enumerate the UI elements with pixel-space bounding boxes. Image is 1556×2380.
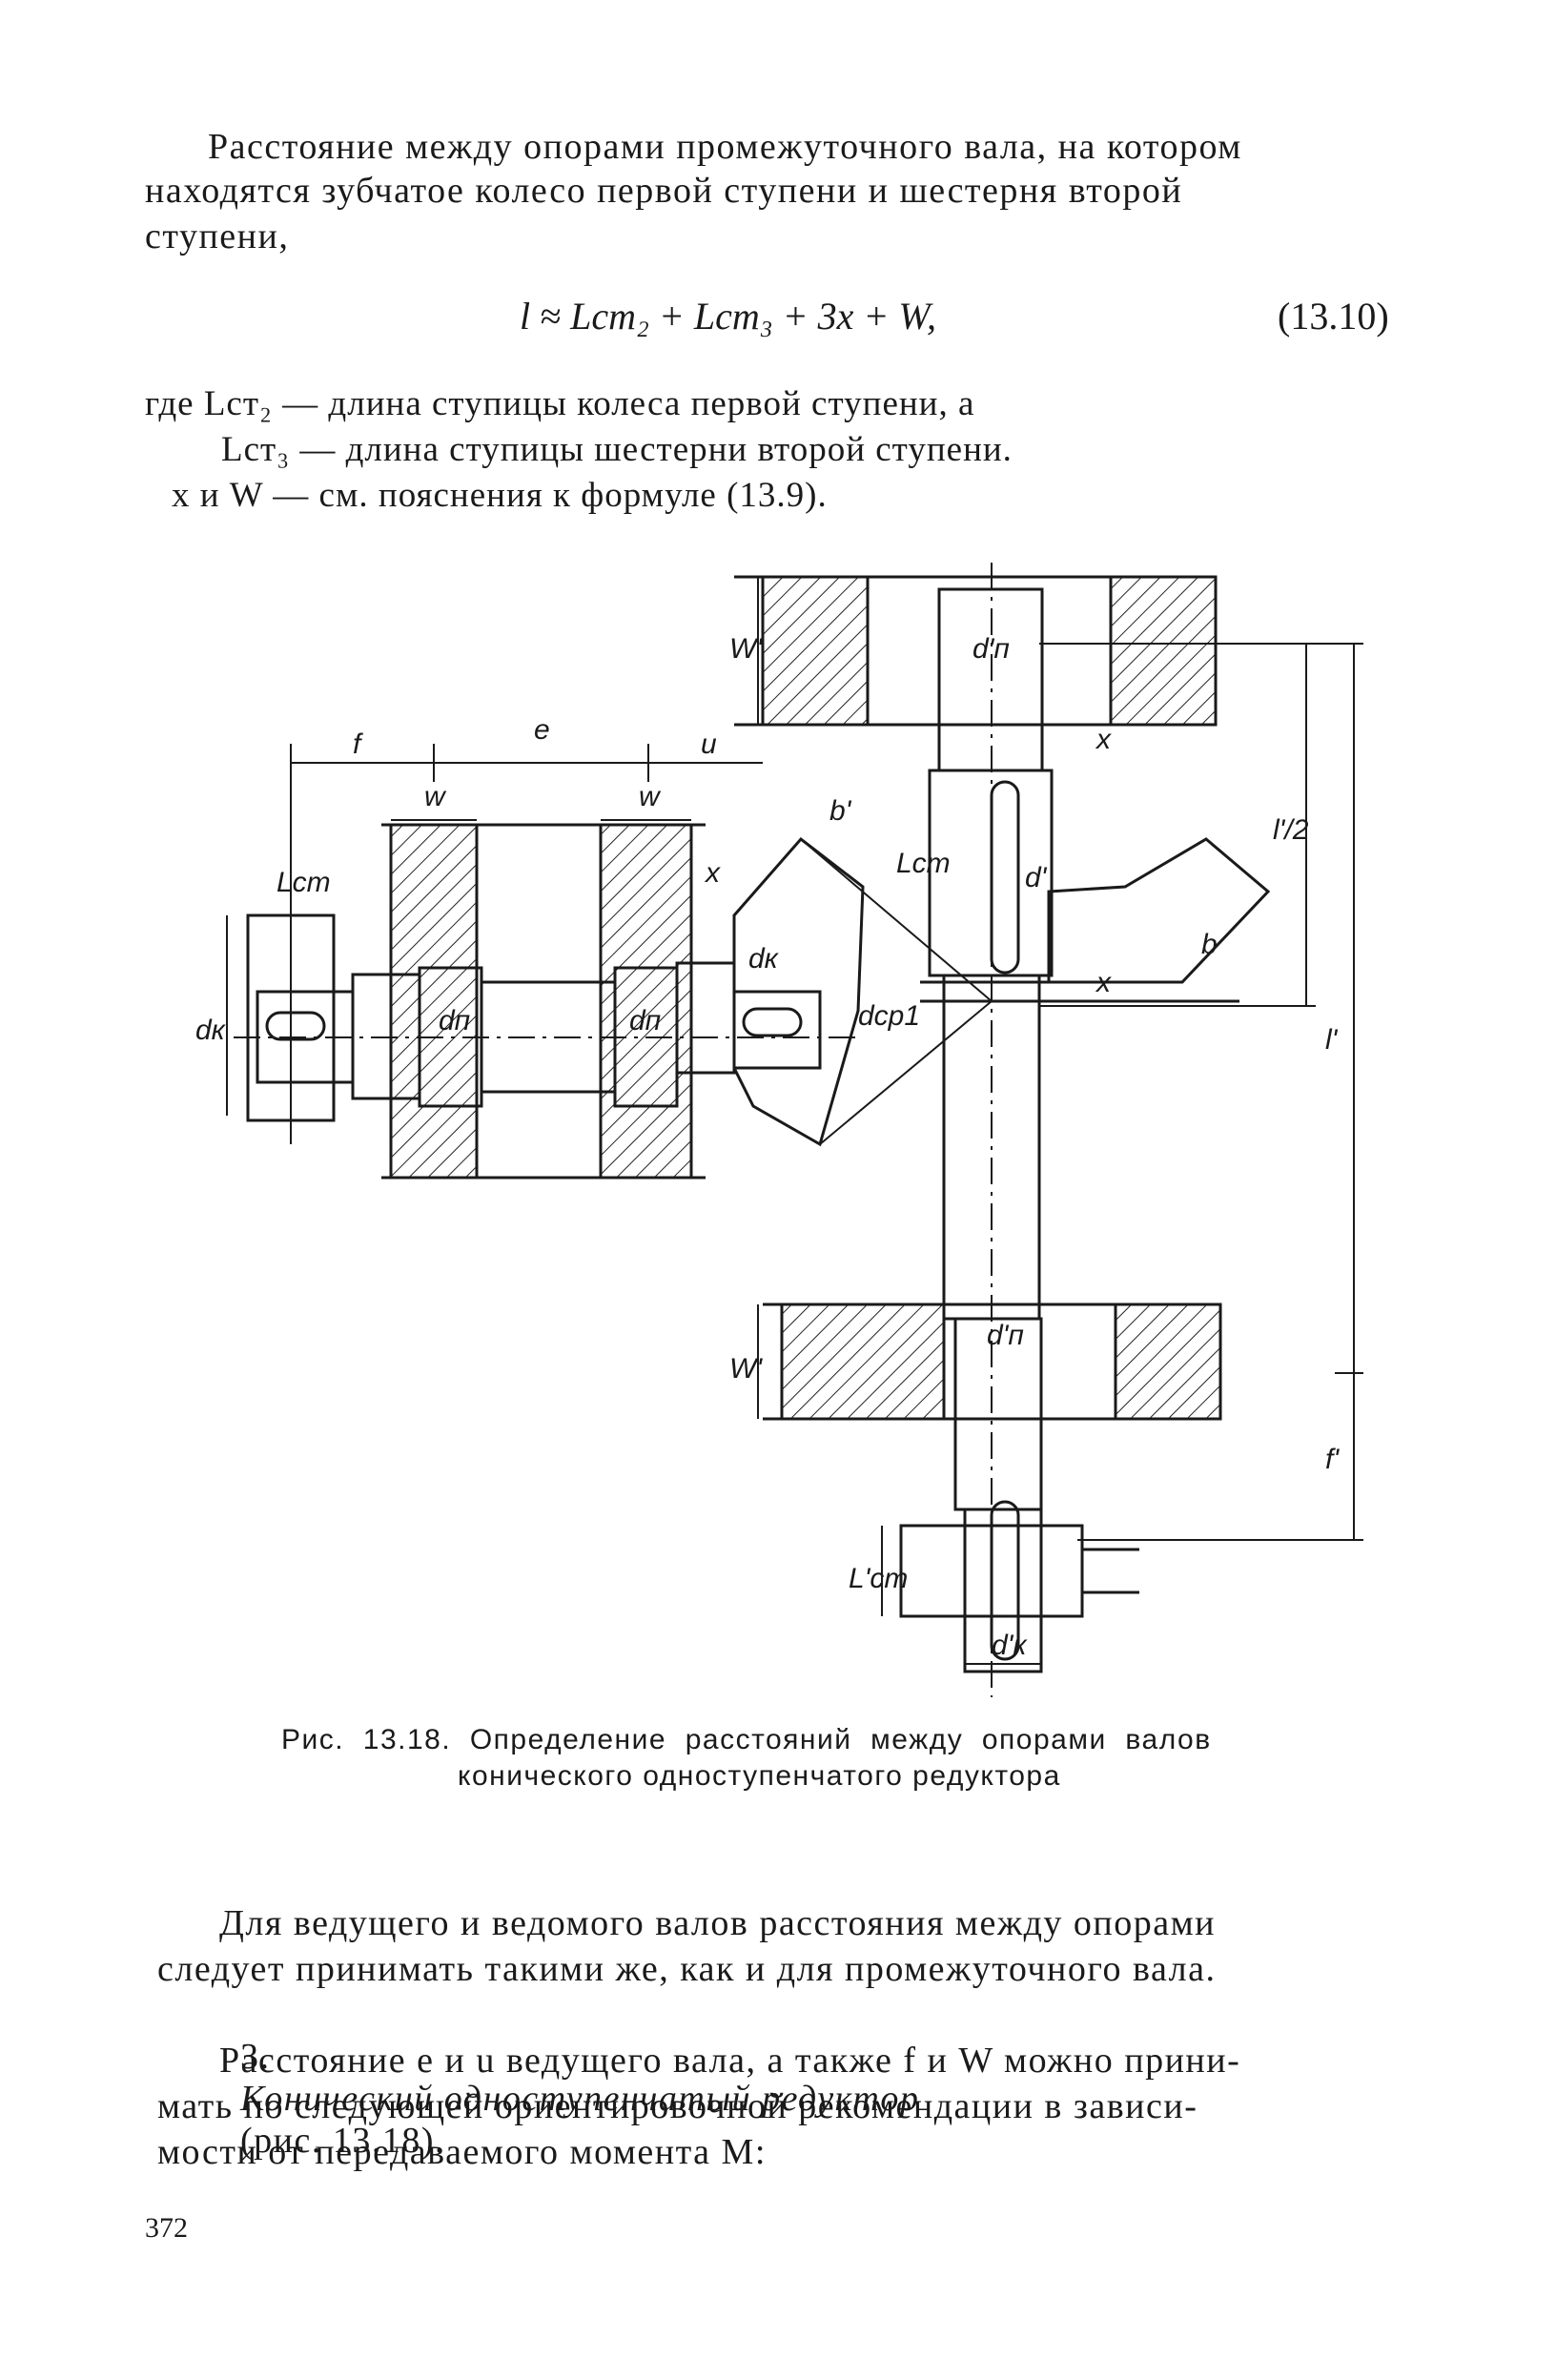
label-x2: x [1095,724,1112,755]
body-line-1: Для ведущего и ведомого валов расстояния… [219,1903,1217,1943]
label-wprime-top: W' [729,633,763,665]
section-title: Конический одноступенчатый редуктор [240,2079,920,2119]
figure-caption-line-1: Рис. 13.18. Определение расстояний между… [281,1724,1212,1755]
housing-top-right [1109,575,1218,727]
housing-bottom-right [1114,1303,1222,1421]
label-l-half: l'/2 [1273,814,1309,846]
intro-line-2: находятся зубчатое колесо первой ступени… [145,171,1183,211]
figure-caption-line-2: конического одноступенчатого редуктора [458,1760,1061,1792]
label-x3: x [1095,967,1112,998]
input-shaft-center [480,980,617,1094]
label-u: u [701,728,717,760]
output-coupling [899,1524,1084,1618]
label-wprime-bot: W' [729,1353,763,1385]
label-lcm2: Lcm [896,848,951,879]
where-line-2: Lст₃ — длина ступицы шестерни второй сту… [221,430,1013,469]
label-dn-top: d'п [972,633,1010,665]
label-dcp: dср1 [858,1000,920,1032]
label-d-prime: d' [1025,862,1048,893]
body-line-4: Расстояние e и u ведущего вала, а также … [219,2041,1241,2081]
label-dn-bot: d'п [987,1320,1024,1351]
label-dn2: dп [629,1005,661,1036]
bevel-gear-large [920,837,1271,984]
label-dk: dк [195,1015,227,1046]
label-dk2: dк [748,943,780,975]
intro-line-1: Расстояние между опорами промежуточного … [208,127,1242,167]
gearbox-drawing: f e u w w Lcm dк dп dп dк dср1 x b' Lcm … [195,563,1363,1697]
label-x1: x [704,857,721,889]
section-ref: (рис. 13.18). [240,2121,446,2161]
label-dk-bot: d'к [992,1630,1028,1661]
output-shaft-end [963,1508,1043,1673]
housing-top-left [761,575,870,727]
label-dn1: dп [439,1005,470,1036]
page-number: 372 [145,2212,188,2244]
where-line-3: x и W — см. пояснения к формуле (13.9). [172,476,828,515]
label-b: b [1201,929,1218,960]
formula: l ≈ Lст₂ + Lст₃ + 3x + W, [520,295,937,338]
label-f-prime: f' [1325,1444,1340,1475]
body-line-6: мости от передаваемого момента M: [157,2132,767,2172]
label-b-prime: b' [829,795,852,827]
label-e: e [534,714,550,746]
body-line-5: мать по следующей ориентировочной рекоме… [157,2086,1198,2126]
where-line-1: где Lст₂ — длина ступицы колеса первой с… [145,384,975,423]
label-l-prime: l' [1325,1024,1339,1056]
formula-number: (13.10) [1278,295,1389,338]
body-line-2: следует принимать такими же, как и для п… [157,1949,1217,1989]
intro-line-3: ступени, [145,216,290,256]
housing-bottom-left [780,1303,946,1421]
label-f: f [353,728,363,760]
label-lcm-bot: L'cm [849,1563,908,1594]
section-number: 3. [240,2037,271,2077]
label-w2: w [639,781,662,812]
body-line-3: 3. Конический одноступенчатый редуктор (… [219,1994,919,2162]
label-lcm: Lcm [276,867,331,898]
label-w1: w [424,781,447,812]
housing-input-1 [389,823,479,1180]
